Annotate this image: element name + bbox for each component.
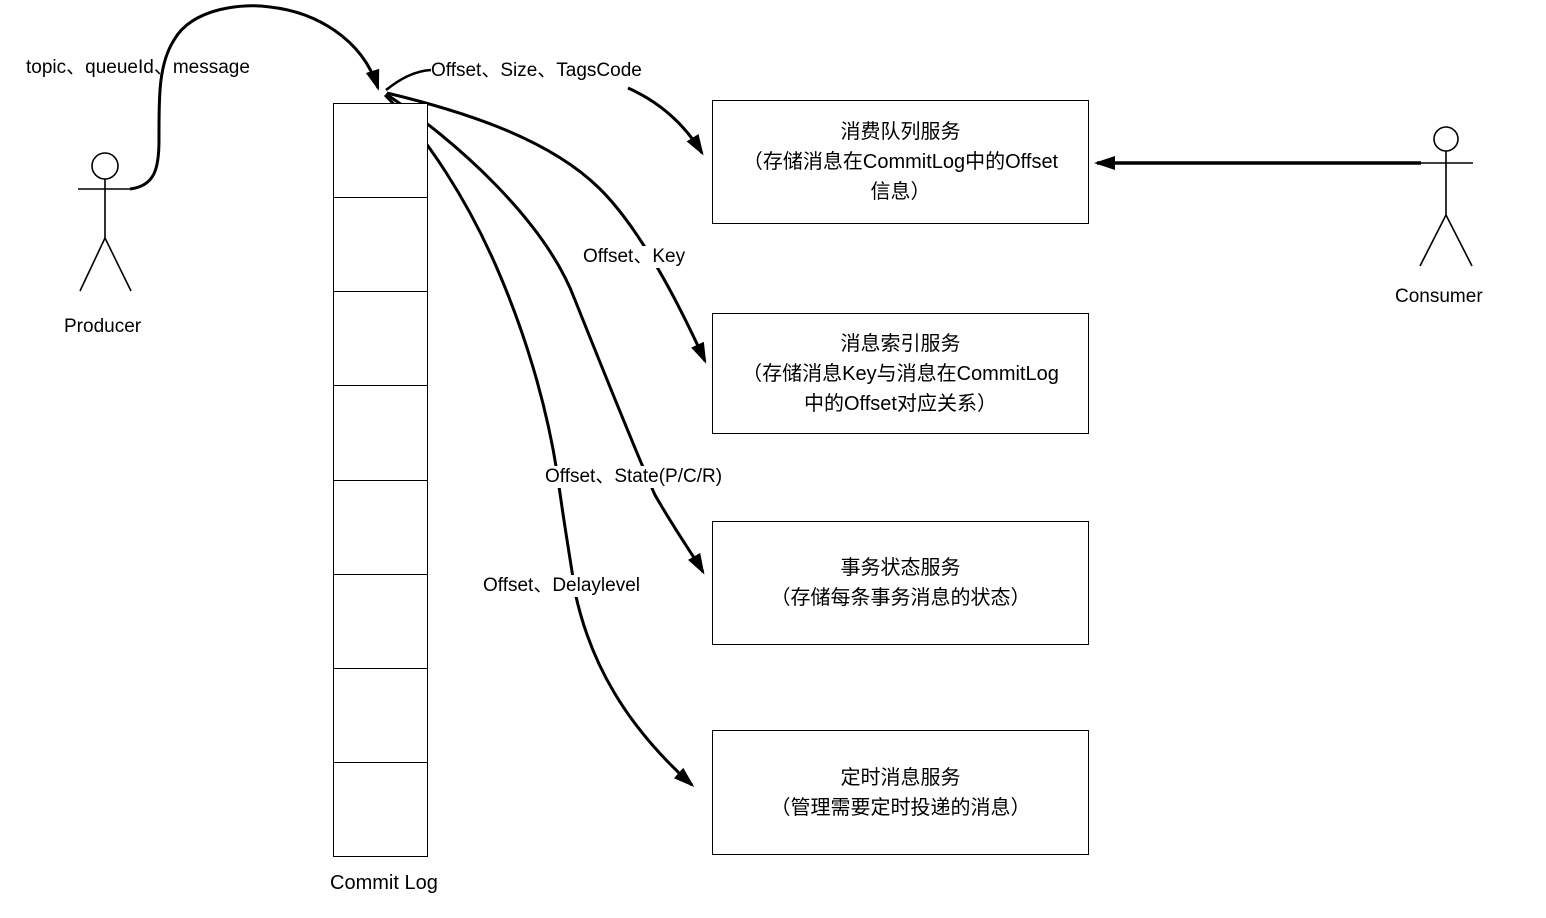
consumer-head xyxy=(1433,126,1459,152)
commit-log-cell xyxy=(334,575,427,669)
service-box-scheduled-message-text: 定时消息服务 （管理需要定时投递的消息） xyxy=(770,766,1031,819)
commit-log-label: Commit Log xyxy=(330,872,438,894)
producer-label: Producer xyxy=(64,316,142,337)
producer-actor-figure xyxy=(78,152,133,292)
service-box-transaction-state-text: 事务状态服务 （存储每条事务消息的状态） xyxy=(770,557,1031,609)
service-box-message-index: 消息索引服务 （存储消息Key与消息在CommitLog 中的Offset对应关… xyxy=(712,313,1089,434)
service-box-scheduled-message: 定时消息服务 （管理需要定时投递的消息） xyxy=(712,730,1089,855)
consumer-right-leg xyxy=(1445,214,1473,267)
producer-head xyxy=(91,152,119,180)
edge-commitlog-to-transaction-state-service xyxy=(385,92,705,575)
edge-label-offset-delaylevel: Offset、Delaylevel xyxy=(481,575,642,597)
commit-log-cell xyxy=(334,104,427,199)
service-box-transaction-state: 事务状态服务 （存储每条事务消息的状态） xyxy=(712,521,1089,645)
commit-log-cell xyxy=(334,292,427,387)
edge-label-producer-input: topic、queueId、message xyxy=(26,57,250,78)
edge-label-leader-line xyxy=(385,68,432,91)
commit-log-cell xyxy=(334,481,427,575)
edge-commitlog-to-consume-queue-service xyxy=(627,86,704,156)
service-box-consume-queue: 消费队列服务 （存储消息在CommitLog中的Offset 信息） xyxy=(712,100,1089,224)
edge-commitlog-to-message-index-service xyxy=(386,91,707,364)
commit-log-column xyxy=(333,103,428,857)
service-box-message-index-text: 消息索引服务 （存储消息Key与消息在CommitLog 中的Offset对应关… xyxy=(742,332,1059,415)
consumer-actor-figure xyxy=(1419,126,1473,267)
commit-log-cell xyxy=(334,198,427,293)
producer-left-leg xyxy=(79,237,106,292)
edge-label-offset-size-tagscode: Offset、Size、TagsCode xyxy=(431,60,642,81)
commit-log-cell xyxy=(334,763,427,856)
commit-log-cell xyxy=(334,669,427,763)
service-box-consume-queue-text: 消费队列服务 （存储消息在CommitLog中的Offset 信息） xyxy=(742,121,1059,203)
commit-log-cell xyxy=(334,386,427,481)
producer-right-leg xyxy=(104,237,132,292)
edge-label-offset-key: Offset、Key xyxy=(581,246,688,268)
consumer-label: Consumer xyxy=(1395,286,1483,307)
edge-commitlog-to-scheduled-message-service xyxy=(383,93,695,788)
edge-label-offset-state: Offset、State(P/C/R) xyxy=(543,466,725,488)
edge-producer-to-commitlog xyxy=(129,4,380,191)
consumer-left-leg xyxy=(1419,214,1447,267)
